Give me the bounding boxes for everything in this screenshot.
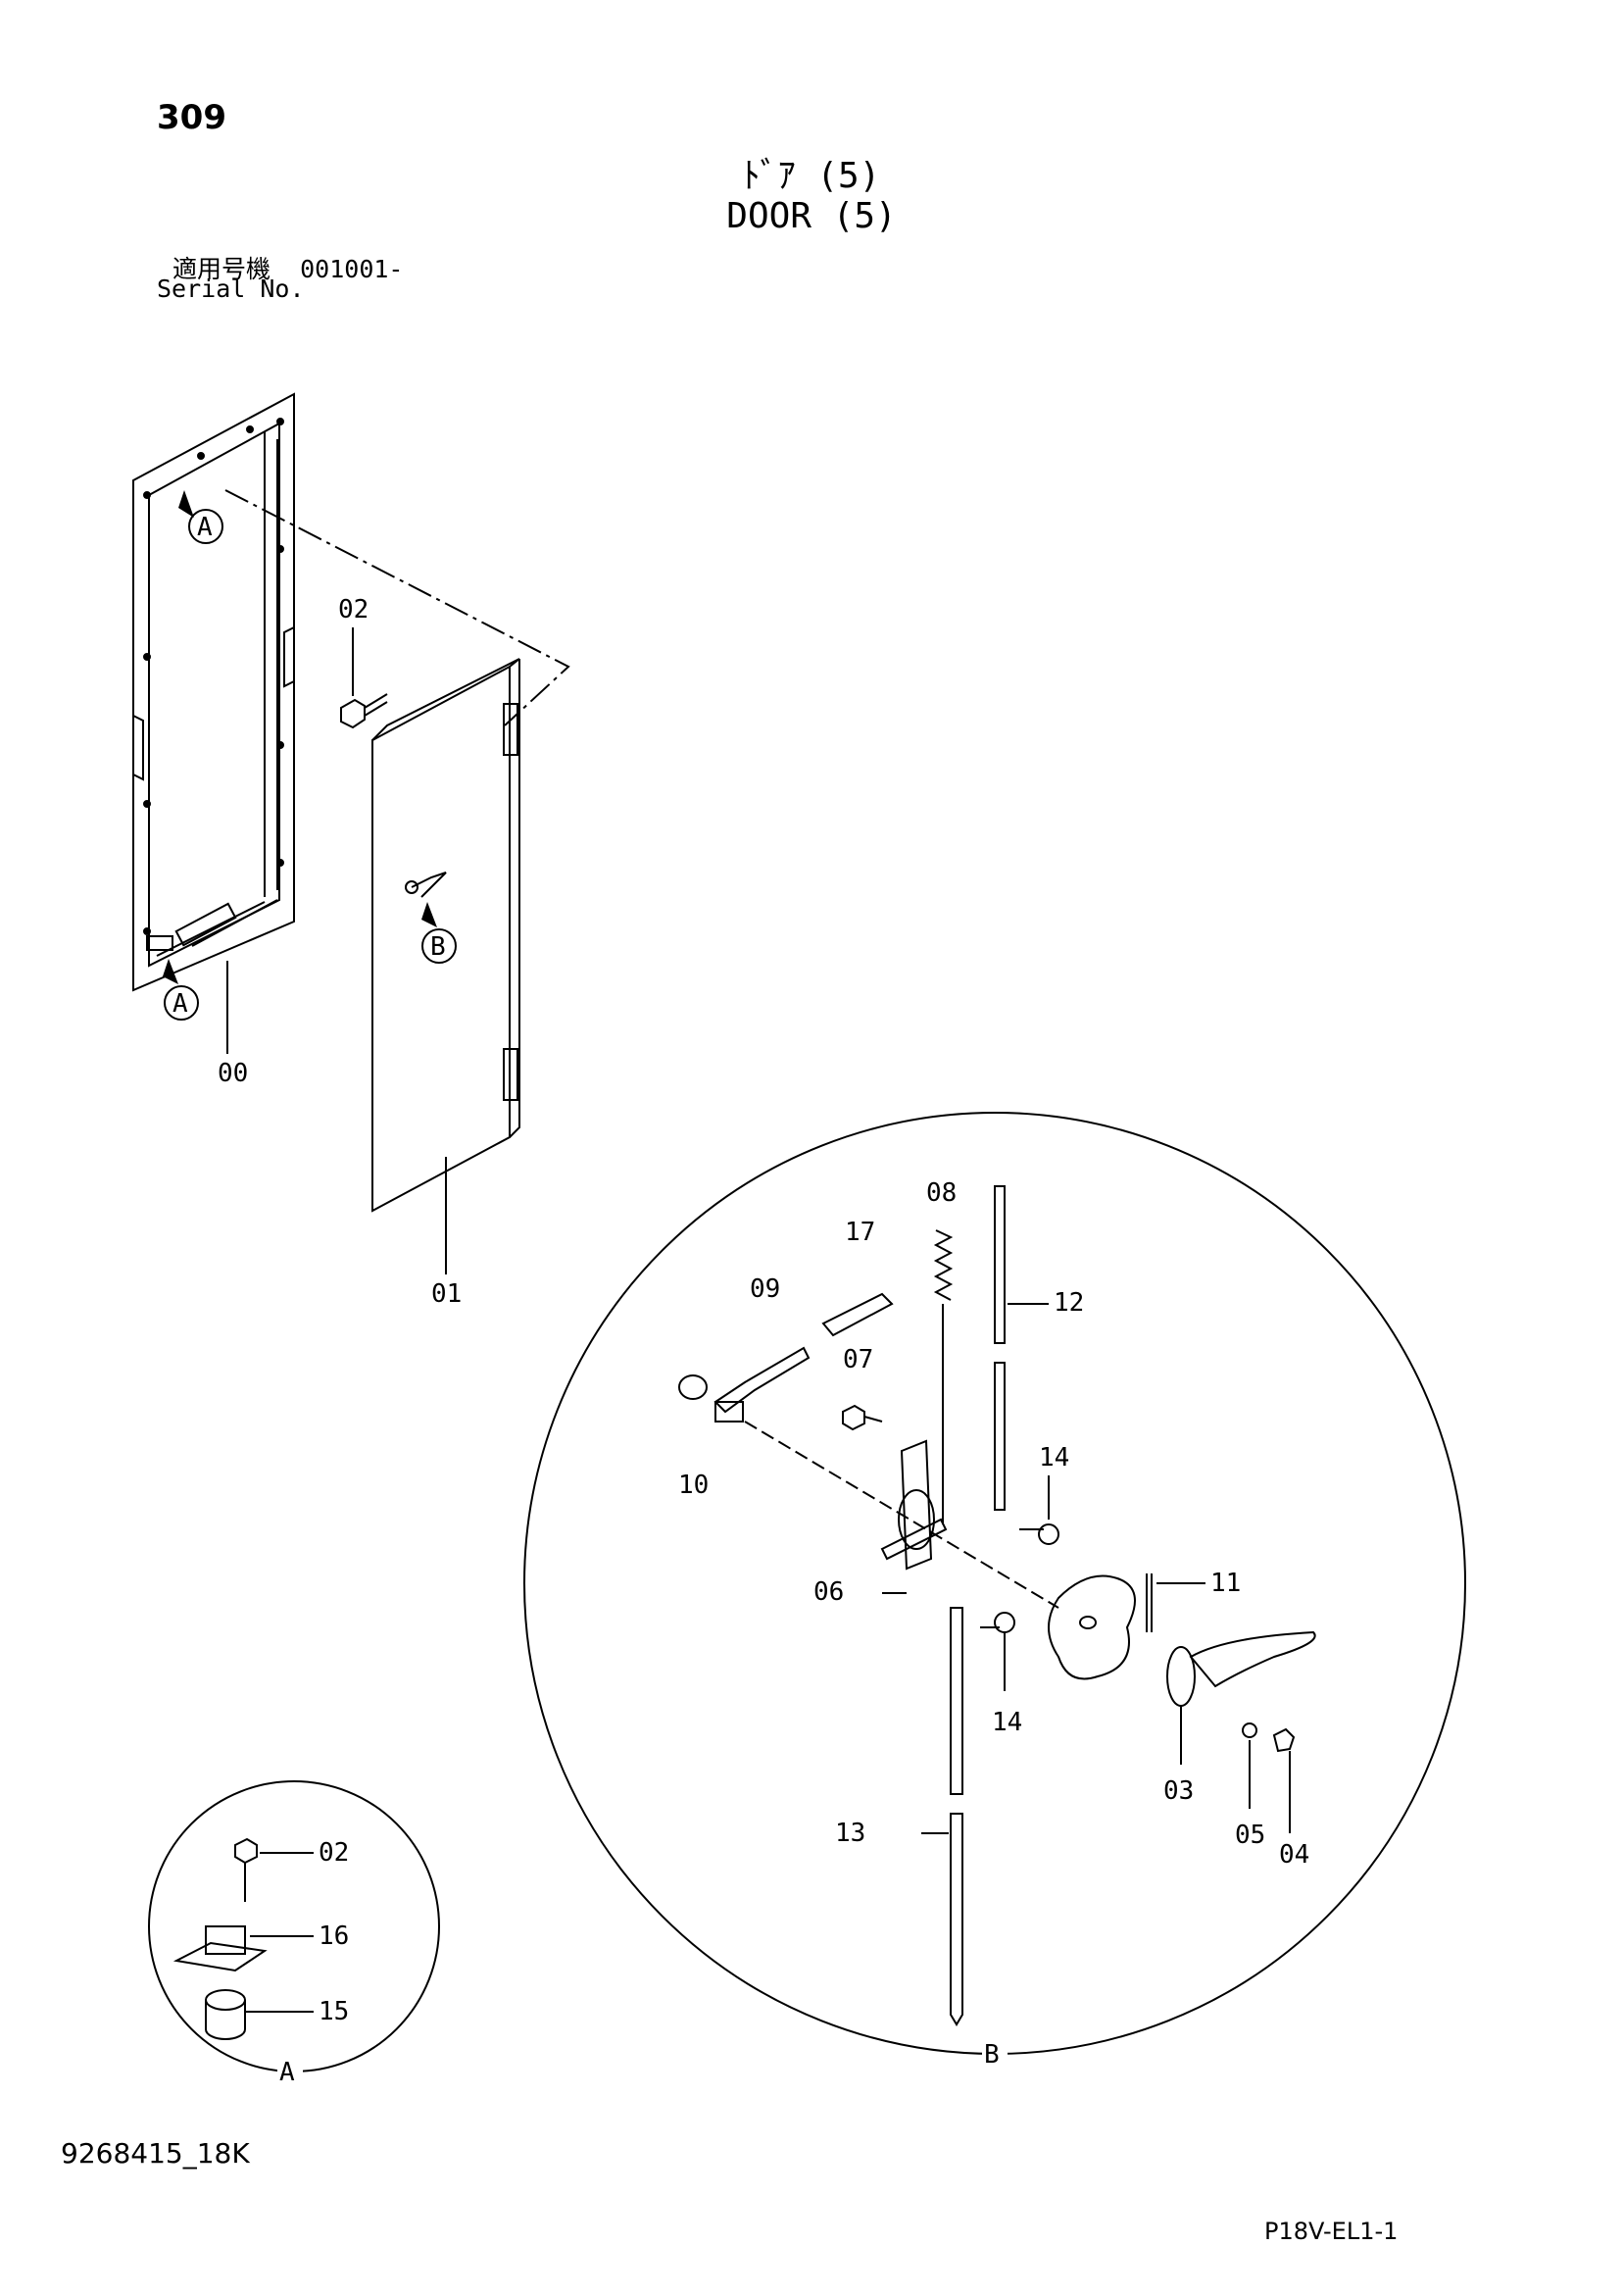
part-label-13: 13 xyxy=(835,1819,865,1848)
detail-b-parts xyxy=(678,1185,1316,2026)
marker-a-top: A xyxy=(178,490,223,544)
svg-text:B: B xyxy=(430,932,446,962)
part-label-02-detail: 02 xyxy=(319,1838,349,1868)
door-panel-drawing xyxy=(371,658,520,1274)
title-english: DOOR (5) xyxy=(726,196,897,236)
svg-text:A: A xyxy=(172,989,188,1019)
part-label-09: 09 xyxy=(750,1274,780,1304)
page-number: 309 xyxy=(157,98,226,137)
serial-applicability: 適用号機 001001- xyxy=(172,250,403,285)
part-label-12: 12 xyxy=(1054,1288,1084,1318)
part-label-04: 04 xyxy=(1279,1840,1309,1870)
part-label-05: 05 xyxy=(1235,1821,1265,1850)
svg-text:A: A xyxy=(197,513,213,542)
drawing-number: 9268415_18K xyxy=(61,2137,250,2170)
marker-a-bottom: A xyxy=(163,959,199,1021)
bolt-02-drawing xyxy=(340,627,388,729)
part-label-11: 11 xyxy=(1210,1569,1241,1598)
assembly-leader-line xyxy=(224,489,570,726)
door-frame-drawing xyxy=(132,392,295,1054)
svg-text:A: A xyxy=(279,2058,295,2087)
part-labels: 02 00 01 02 16 15 08 17 09 12 07 14 10 0… xyxy=(218,595,1309,2026)
marker-b-door: B xyxy=(421,902,457,964)
serial-label-en: Serial No. xyxy=(157,275,305,303)
detail-a-parts xyxy=(172,1837,314,2040)
part-label-16: 16 xyxy=(319,1922,349,1951)
detail-b-label: B xyxy=(982,2039,1008,2070)
title-japanese: ﾄﾞｱ (5) xyxy=(742,156,881,196)
part-label-14-upper: 14 xyxy=(1039,1443,1069,1472)
part-label-14-lower: 14 xyxy=(992,1708,1022,1737)
part-label-03: 03 xyxy=(1163,1776,1194,1806)
part-label-00: 00 xyxy=(218,1059,248,1088)
part-label-01: 01 xyxy=(431,1279,462,1309)
serial-range: 001001- xyxy=(300,255,404,283)
part-label-10: 10 xyxy=(678,1471,709,1500)
svg-text:B: B xyxy=(984,2040,1000,2070)
detail-a-label: A xyxy=(277,2057,303,2087)
serial-label-jp: 適用号機 xyxy=(172,255,271,283)
part-label-06: 06 xyxy=(813,1577,844,1607)
part-label-07: 07 xyxy=(843,1345,873,1374)
detail-a-circle xyxy=(148,1780,440,2072)
part-label-15: 15 xyxy=(319,1997,349,2026)
part-label-17: 17 xyxy=(845,1218,875,1247)
part-label-08: 08 xyxy=(926,1178,957,1208)
part-label-02: 02 xyxy=(338,595,369,624)
sheet-code: P18V-EL1-1 xyxy=(1264,2218,1399,2245)
